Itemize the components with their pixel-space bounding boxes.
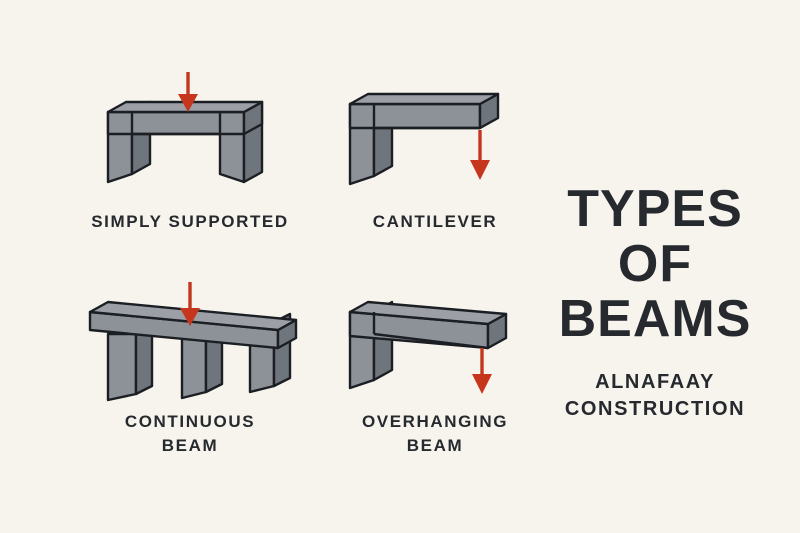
diagram-overhanging-beam: Overhanging Beam [330, 282, 540, 455]
down-arrow-icon [472, 348, 492, 394]
beam-front-face [348, 102, 482, 130]
simply-supported-beam-illustration [106, 72, 264, 184]
brand-name: Alnafaay [595, 371, 715, 393]
beam-top-face [106, 100, 264, 114]
diagram-cantilever: Cantilever [330, 72, 540, 231]
subtitle-block: Alnafaay Construction [520, 369, 790, 423]
diagram-simply-supported: Simply Supported [70, 72, 310, 231]
label-continuous-beam: Continuous Beam [124, 412, 256, 455]
continuous-beam-illustration [88, 282, 298, 402]
label-simply-supported: Simply Supported [91, 212, 289, 231]
cantilever-beam-illustration [348, 92, 500, 186]
column-1-front [106, 332, 138, 402]
title-block: Types Of Beams Alnafaay Construction [520, 182, 790, 423]
page-title-line-3: Beams [558, 290, 752, 348]
page-title-line-2: Of [617, 235, 693, 293]
beam-top-face [348, 92, 500, 106]
beam-top-face [348, 300, 508, 326]
diagram-continuous-beam: Continuous Beam [70, 282, 310, 455]
label-cantilever: Cantilever [372, 212, 498, 231]
down-arrow-icon [470, 130, 490, 180]
beam-underside-edge [373, 332, 489, 350]
overhanging-beam-illustration [348, 300, 508, 394]
beam-front-face [106, 110, 246, 136]
down-arrow-icon [180, 282, 200, 326]
down-arrow-icon [178, 72, 198, 112]
label-overhanging-beam: Overhanging Beam [361, 412, 509, 455]
page-title-line-1: Types [567, 180, 743, 238]
brand-descriptor: Construction [564, 398, 746, 420]
